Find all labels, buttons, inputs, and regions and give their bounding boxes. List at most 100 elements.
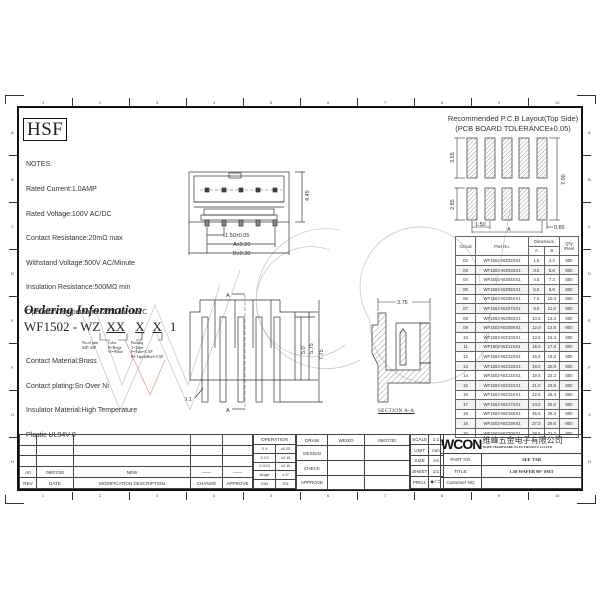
tol-value: ± 3°: [275, 470, 296, 481]
pcb-dim-285: 2.85: [450, 199, 456, 210]
part-no-value: SEE TAB: [481, 453, 582, 466]
front-view-drawing: 1.50±0.05 A±0.20 B±0.30 4.45: [188, 171, 311, 257]
zone-label: 8: [441, 100, 444, 105]
packing-tape-reel: R= Tape&Reel+CAP: [131, 354, 164, 359]
parts-table: Circuit Part No. Dimension Q'ty /Reel A …: [454, 235, 579, 439]
company-name-cn: 维峰五金电子有限公司: [482, 436, 563, 446]
pins-label: No.of pins: [82, 341, 99, 345]
ordering-color-note: Color B=Beige W=White: [108, 341, 123, 355]
change-header: CHANGE: [190, 477, 223, 489]
rev-approve: ——: [222, 465, 253, 479]
scale-label: SCALE: [409, 433, 430, 446]
pcb-subtitle-line: (PCB BOARD TOLERANCE±0.05): [455, 124, 571, 133]
zone-label: 5: [270, 100, 273, 105]
dim-775: 7.75: [319, 349, 325, 360]
zone-label: 7: [384, 100, 387, 105]
material-line: Insulator Material:High Temperature: [26, 407, 138, 415]
zone-label: 4: [213, 493, 216, 498]
table-header-row: Circuit Part No. Dimension Q'ty /Reel: [454, 235, 579, 257]
customer-value: [481, 476, 582, 490]
design-label: DESIGN: [296, 445, 328, 461]
pcb-title-line: Recommended P.C.B Layout(Top Side): [447, 114, 579, 123]
packing-tube: T=Tube: [131, 345, 144, 350]
zone-label: A: [588, 130, 591, 135]
note-line: Operation Temperature:-25℃ to +85℃: [26, 309, 148, 317]
sheet-label: SHEET: [409, 465, 430, 477]
zone-label: 6: [327, 493, 330, 498]
ordering-field-pins: XX: [106, 319, 126, 334]
zone-label: 5: [270, 493, 273, 498]
zone-label: 4: [213, 100, 216, 105]
company-cell: WCON 维峰五金电子有限公司 WAFE HARDWARE ELECTRONIC…: [440, 433, 582, 455]
tol-label: TOL: [275, 479, 296, 489]
col-part-no: Part No.: [475, 235, 530, 257]
part-no-label: PART NO.: [440, 453, 482, 466]
notes-block: NOTES: Rated Current:1.0AMP Rated Voltag…: [26, 145, 147, 448]
pcb-dim-700: 7.00: [561, 174, 567, 185]
zone-label: 3: [156, 100, 159, 105]
col-a: A: [528, 245, 545, 257]
zone-label: E: [11, 318, 14, 323]
draw-date: 08/07/30: [364, 434, 410, 446]
zone-label: H: [588, 459, 591, 464]
zone-label: 9: [498, 493, 501, 498]
ordering-leaders: [99, 333, 163, 341]
rev-change: ——: [190, 465, 223, 479]
zone-label: F: [588, 365, 591, 370]
rev-header: REV: [19, 477, 37, 489]
section-view-drawing: 3.75: [371, 298, 431, 403]
zone-label: 6: [327, 100, 330, 105]
size-label: SIZE: [409, 454, 430, 467]
zone-label: 10: [555, 493, 560, 498]
pitch-dim: 1.50±0.05: [225, 233, 249, 239]
operation-label: OPERATION: [253, 434, 296, 445]
tol-format: X.X: [252, 444, 277, 454]
ordering-title: Ordering Information: [24, 302, 143, 317]
note-line: Rated Current:1.0AMP: [26, 186, 97, 194]
col-circuit: Circuit: [454, 235, 477, 257]
pcb-dim-150: 1.50: [475, 222, 486, 228]
company-table: WCON 维峰五金电子有限公司 WAFE HARDWARE ELECTRONIC…: [440, 433, 582, 490]
hsf-label: HSF: [23, 118, 68, 141]
zone-label: G: [588, 412, 592, 417]
frame-corner-tl: [5, 95, 24, 104]
signoff-table: DRAW WEIXD 08/07/30 DESIGN CHECK APPROVE: [296, 434, 410, 490]
wcon-logo: WCON: [441, 436, 482, 453]
pin1-label: NO.1: [185, 397, 192, 403]
color-white: W=White: [108, 350, 124, 355]
zone-label: C: [588, 224, 591, 229]
zone-label: C: [11, 224, 14, 229]
ordering-suffix: 1: [169, 319, 177, 334]
section-marker-bottom: A: [226, 408, 230, 414]
rev-date: 08/07/30: [36, 465, 74, 479]
dim-5: 5.0: [301, 346, 307, 354]
frame-corner-br: [577, 495, 596, 504]
tolerance-table: OPERATION X.X±0.25 X.XX±0.15 X.XXX±0.10 …: [252, 434, 296, 489]
col-qty: Q'ty /Reel: [559, 235, 579, 257]
customer-label: Customer NO.: [440, 476, 482, 490]
zone-label: B: [11, 177, 14, 182]
zone-label: B: [588, 177, 591, 182]
zone-label: 9: [498, 100, 501, 105]
revision-header-row: REV DATE MODIFICATION DESCRIPTION CHANGE…: [19, 477, 253, 489]
pcb-dim-085: 0.85: [554, 225, 565, 231]
material-line: Contact plating:Sn Over Ni: [26, 382, 109, 390]
note-line: Withstand Voltage:500V AC/Minute: [26, 259, 135, 267]
note-line: Rated Voltage:100V AC/DC: [26, 210, 112, 218]
zone-label: 2: [99, 493, 102, 498]
pins-range: 02P~20P: [82, 345, 96, 350]
